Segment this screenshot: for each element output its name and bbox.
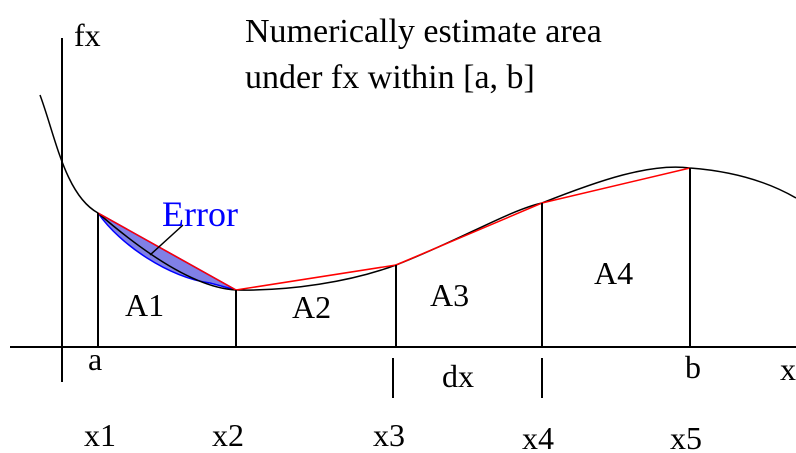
area-label-a1: A1	[125, 287, 164, 323]
y-axis-label: fx	[74, 17, 101, 53]
dx-label: dx	[442, 358, 474, 394]
area-label-a4: A4	[594, 255, 633, 291]
node-label-x3: x3	[373, 417, 405, 453]
bound-b-label: b	[685, 349, 701, 385]
node-label-x4: x4	[522, 420, 554, 453]
node-label-x5: x5	[670, 420, 702, 453]
title-line-2: under fx within [a, b]	[245, 59, 535, 96]
x-axis-label: x	[780, 351, 796, 387]
error-pointer	[149, 224, 184, 256]
error-label: Error	[162, 194, 238, 234]
node-label-x1: x1	[84, 417, 116, 453]
area-label-a3: A3	[430, 277, 469, 313]
node-label-x2: x2	[212, 417, 244, 453]
bound-a-label: a	[88, 341, 102, 377]
title-line-1: Numerically estimate area	[245, 13, 602, 50]
area-label-a2: A2	[292, 289, 331, 325]
